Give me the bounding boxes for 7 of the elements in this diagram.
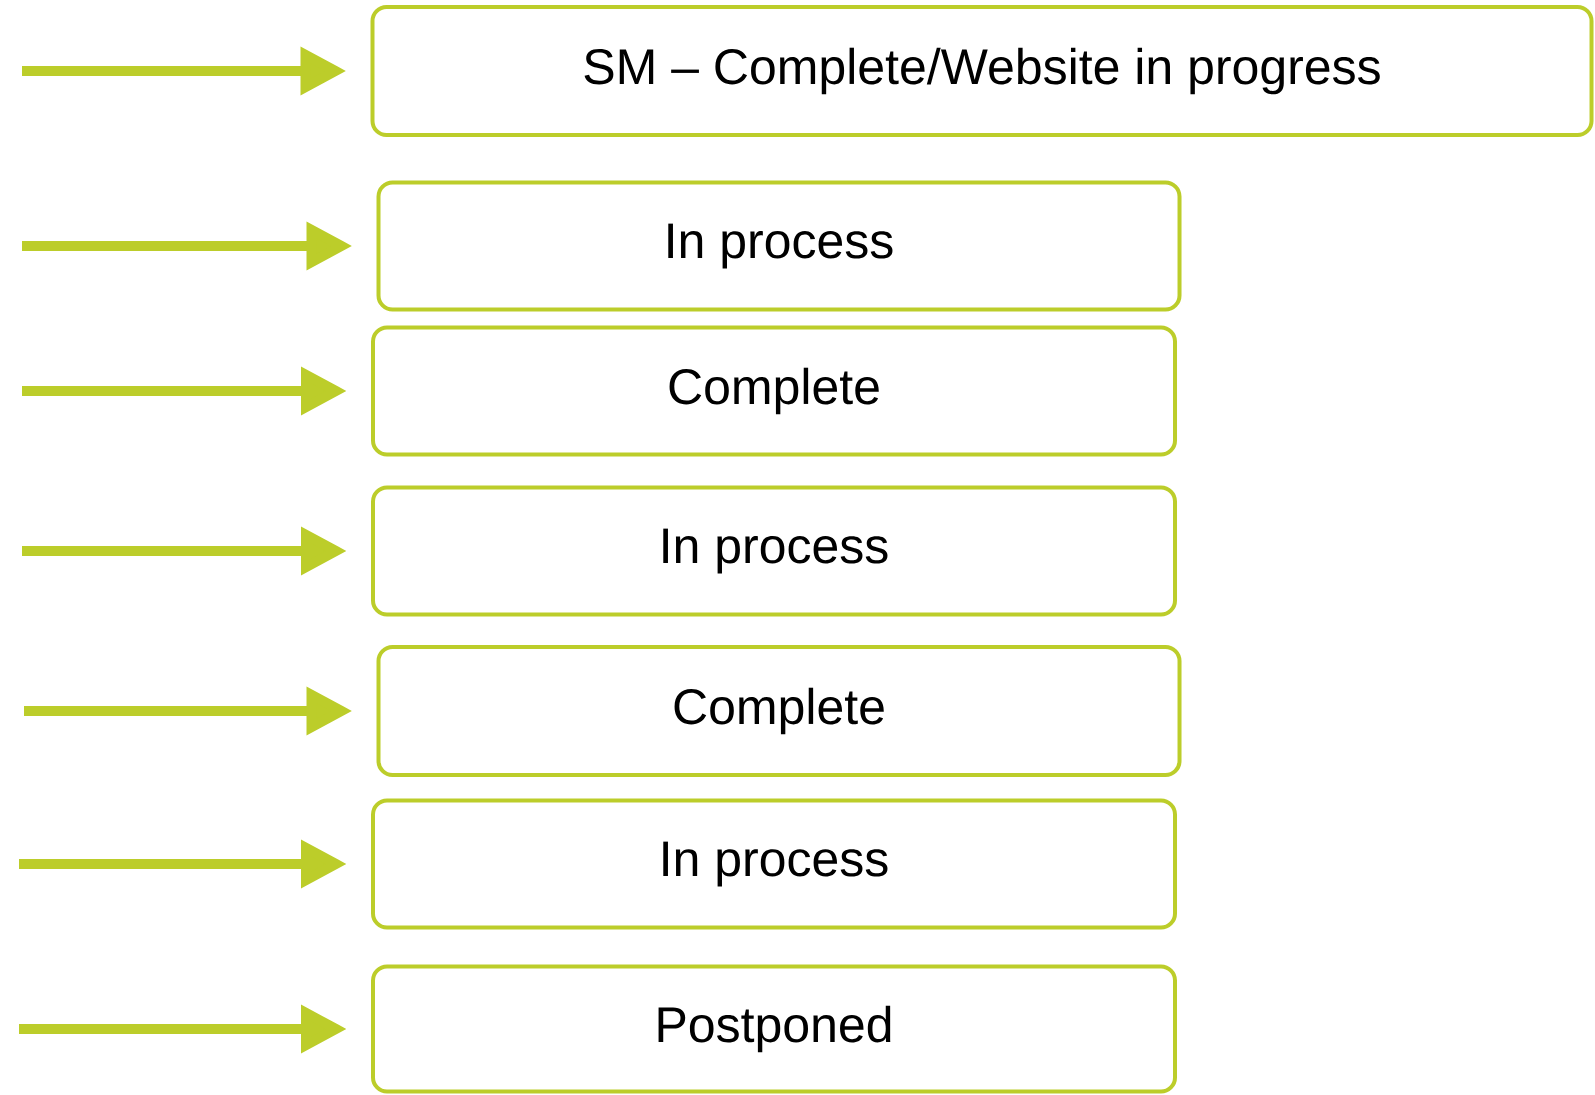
status-box: SM – Complete/Website in progress — [370, 5, 1594, 137]
status-box: Complete — [371, 325, 1177, 457]
status-box: Complete — [376, 645, 1182, 777]
status-box: Postponed — [371, 964, 1177, 1094]
status-box: In process — [371, 798, 1177, 930]
status-box: In process — [371, 485, 1177, 617]
status-box: In process — [376, 180, 1182, 312]
